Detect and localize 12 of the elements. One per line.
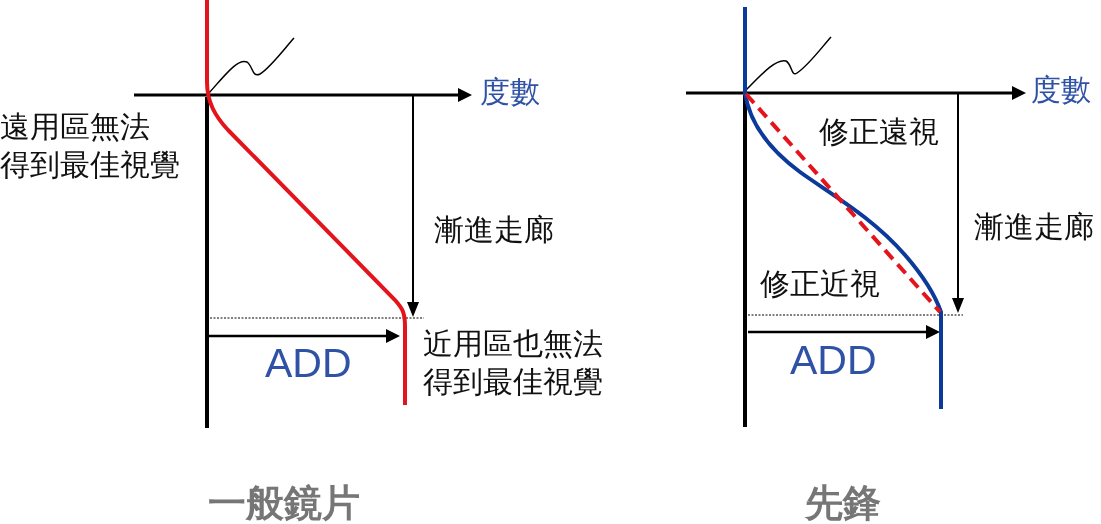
- dimension-label: 漸進走廊: [434, 212, 554, 248]
- curve-label: 修正近視: [760, 266, 880, 302]
- panel-caption: 一般鏡片: [208, 481, 360, 524]
- axis-label: 度數: [480, 74, 540, 110]
- note-text: 遠用區無法得到最佳視覺: [0, 109, 181, 183]
- dimension-label: 漸進走廊: [974, 209, 1094, 245]
- axis-label: 度數: [1031, 72, 1091, 108]
- note-text: 近用區也無法得到最佳視覺: [423, 326, 604, 400]
- panel-caption: 先鋒: [805, 481, 881, 524]
- dimension-label: ADD: [790, 336, 877, 385]
- dimension-label: ADD: [265, 339, 352, 388]
- curve-label: 修正遠視: [819, 114, 939, 150]
